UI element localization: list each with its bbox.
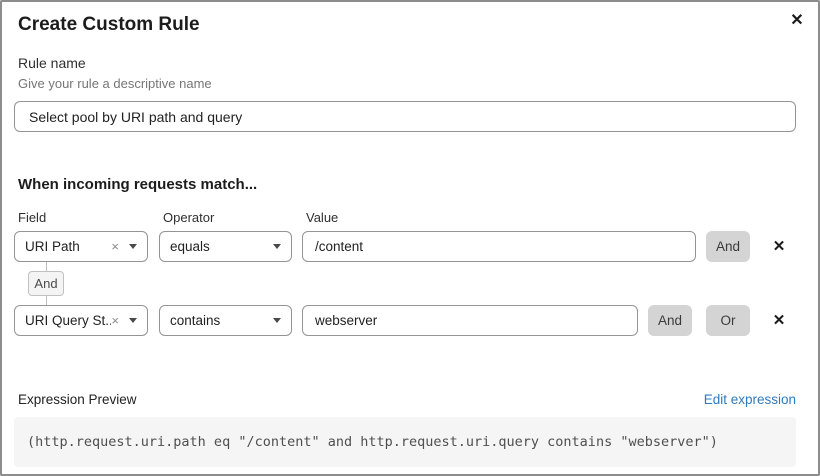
match-section-heading: When incoming requests match... (18, 176, 258, 193)
condition-row: URI Query St... × contains And Or ✕ (14, 305, 796, 336)
and-connector-badge: And (28, 271, 64, 296)
clear-selection-icon[interactable]: × (111, 239, 119, 254)
remove-condition-icon[interactable]: ✕ (770, 231, 788, 262)
rule-name-hint: Give your rule a descriptive name (18, 76, 212, 91)
chevron-down-icon (273, 244, 281, 249)
close-icon[interactable]: ✕ (784, 8, 810, 34)
dialog-content: Rule name Give your rule a descriptive n… (14, 55, 796, 467)
condition-connector: And (28, 262, 64, 305)
connector-line (45, 296, 47, 305)
condition-value-input[interactable] (302, 231, 696, 262)
expression-preview-label: Expression Preview (18, 392, 137, 407)
field-select[interactable]: URI Query St... × (14, 305, 148, 336)
operator-column-label: Operator (163, 210, 215, 225)
expression-text: (http.request.uri.path eq "/content" and… (27, 434, 718, 450)
dialog-title: Create Custom Rule (18, 14, 200, 35)
operator-select[interactable]: contains (159, 305, 292, 336)
operator-select-value: contains (170, 313, 221, 328)
edit-expression-link[interactable]: Edit expression (703, 392, 796, 407)
operator-select[interactable]: equals (159, 231, 292, 262)
remove-condition-icon[interactable]: ✕ (770, 305, 788, 336)
rule-name-input[interactable] (14, 101, 796, 132)
rule-name-label: Rule name (18, 55, 86, 71)
condition-value-input[interactable] (302, 305, 638, 336)
expression-code-block: (http.request.uri.path eq "/content" and… (14, 417, 796, 467)
field-select[interactable]: URI Path × (14, 231, 148, 262)
field-select-value: URI Query St... (25, 313, 112, 328)
chevron-down-icon (129, 318, 137, 323)
expression-preview-header: Expression Preview Edit expression (14, 392, 796, 408)
chevron-down-icon (129, 244, 137, 249)
connector-line (45, 262, 47, 271)
operator-select-value: equals (170, 239, 210, 254)
field-column-label: Field (18, 210, 47, 225)
add-or-condition-button[interactable]: Or (706, 305, 750, 336)
add-and-condition-button[interactable]: And (648, 305, 692, 336)
chevron-down-icon (273, 318, 281, 323)
value-column-label: Value (306, 210, 339, 225)
add-and-condition-button[interactable]: And (706, 231, 750, 262)
condition-column-labels: Field Operator Value (14, 210, 796, 225)
condition-row: URI Path × equals And ✕ (14, 231, 796, 262)
field-select-value: URI Path (25, 239, 80, 254)
clear-selection-icon[interactable]: × (111, 313, 119, 328)
